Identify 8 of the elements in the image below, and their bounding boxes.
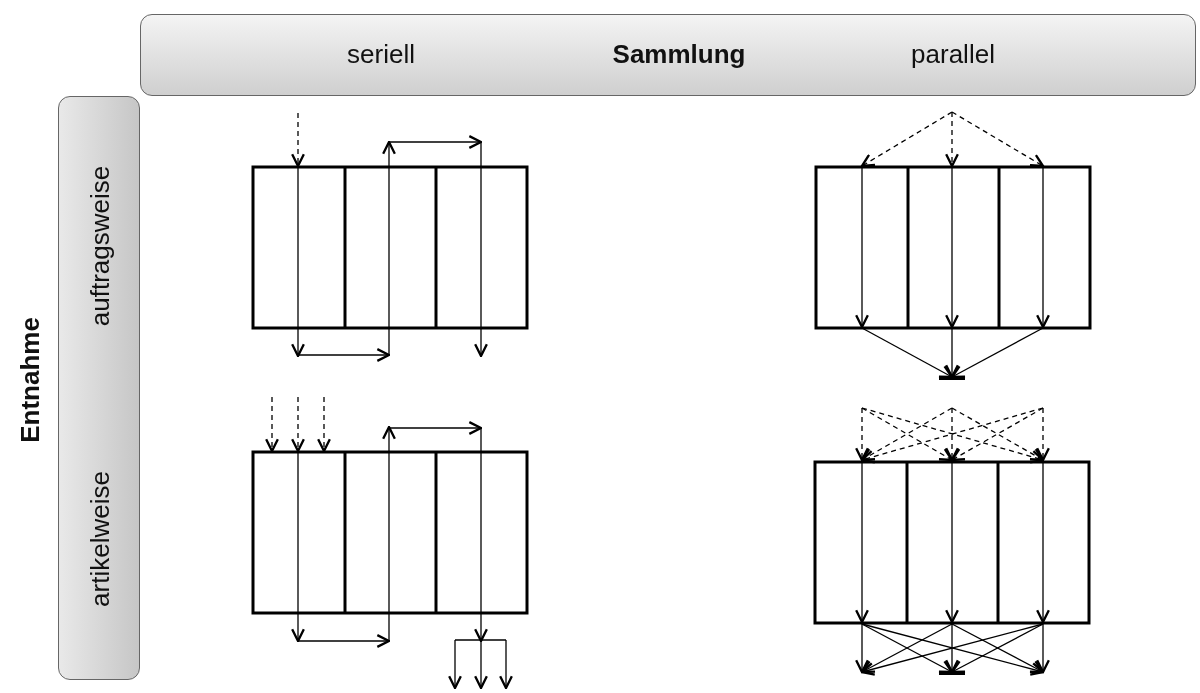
axis-title: Entnahme [15, 317, 45, 443]
row-header-band [58, 96, 140, 680]
header-label: artikelweise [85, 471, 115, 607]
header-label: parallel [911, 39, 995, 69]
column-header-band [140, 14, 1196, 96]
header-label: auftragsweise [85, 165, 115, 327]
header-label: Sammlung [612, 39, 746, 69]
header-label: seriell [347, 39, 415, 69]
